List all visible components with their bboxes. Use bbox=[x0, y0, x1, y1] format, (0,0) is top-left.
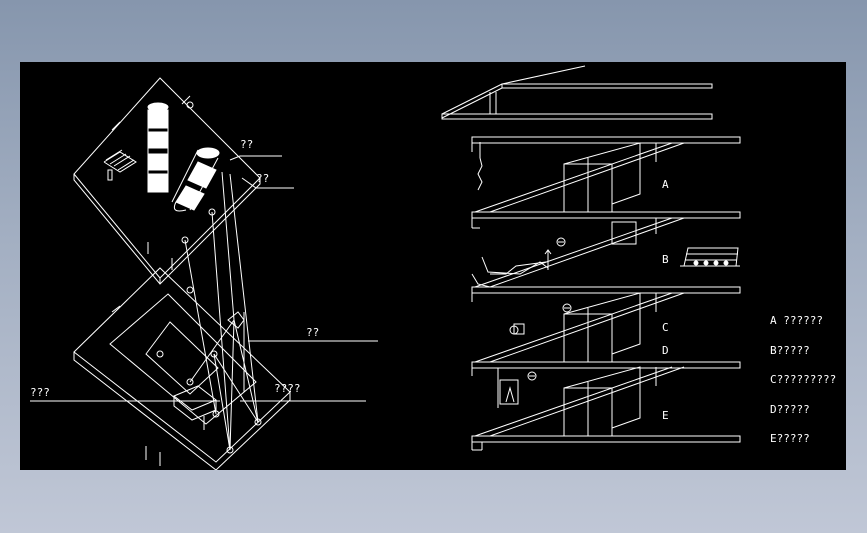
vertical-cylinder bbox=[147, 102, 169, 193]
lower-clamp bbox=[173, 385, 217, 430]
left-callout-lines bbox=[30, 155, 378, 402]
shelves bbox=[471, 136, 741, 451]
legend-c: C????????? bbox=[770, 373, 836, 386]
layer-b bbox=[471, 217, 685, 288]
lower-platform bbox=[73, 267, 291, 470]
callout-mid: ?? bbox=[306, 326, 319, 339]
top-rail bbox=[441, 65, 713, 120]
hatched-block bbox=[103, 149, 137, 181]
zone-label-e: E bbox=[662, 409, 669, 422]
callout-left: ??? bbox=[30, 386, 50, 399]
zone-label-d: D bbox=[662, 344, 669, 357]
legend-e: E????? bbox=[770, 432, 810, 445]
legend-a: A ?????? bbox=[770, 314, 823, 327]
roller-component bbox=[680, 247, 740, 267]
cad-drawing-canvas: ?? ?? ?? ??? ???? A B C D E A ?????? B??… bbox=[20, 62, 846, 470]
layer-e bbox=[474, 366, 685, 437]
zone-label-c: C bbox=[662, 321, 669, 334]
layer-a bbox=[474, 142, 685, 213]
cad-drawing: ?? ?? ?? ??? ???? A B C D E A ?????? B??… bbox=[30, 65, 836, 470]
legend-d: D????? bbox=[770, 403, 810, 416]
callout-right: ???? bbox=[274, 382, 301, 395]
zone-label-b: B bbox=[662, 253, 669, 266]
upper-platform bbox=[73, 77, 261, 285]
callout-top-b: ?? bbox=[256, 172, 269, 185]
layer-c bbox=[474, 292, 685, 363]
callout-top-a: ?? bbox=[240, 138, 253, 151]
inclined-cylinder bbox=[171, 147, 220, 212]
legend-b: B????? bbox=[770, 344, 810, 357]
zone-label-a: A bbox=[662, 178, 669, 191]
connecting-rods bbox=[184, 171, 259, 451]
